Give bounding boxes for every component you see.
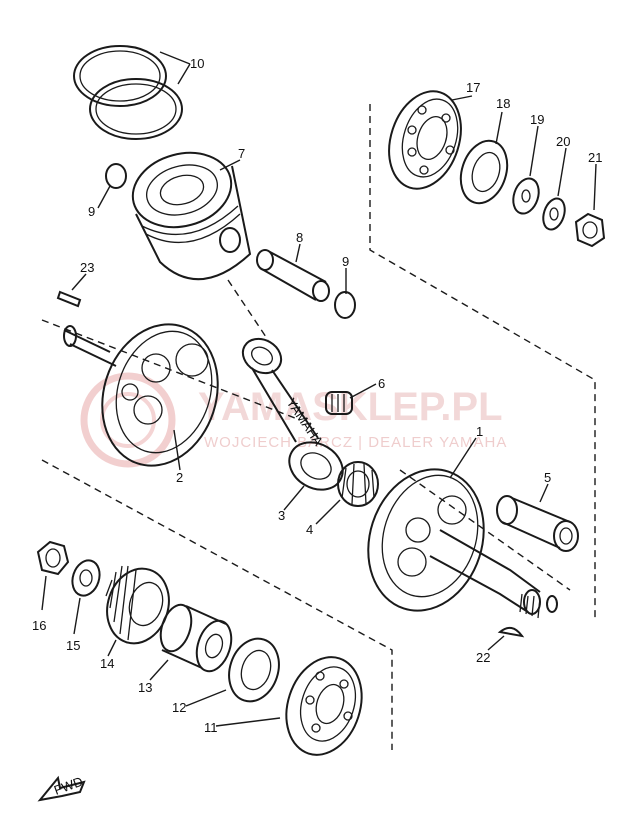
callout-15: 15 <box>66 638 80 653</box>
washer-15 <box>71 559 101 597</box>
woodruff-key-top <box>56 290 82 308</box>
callout-17: 17 <box>466 80 480 95</box>
big-end-bearing <box>337 461 379 507</box>
callout-9a: 9 <box>88 204 95 219</box>
nut-16 <box>36 540 70 576</box>
callout-18: 18 <box>496 96 510 111</box>
spacer-13 <box>159 603 233 673</box>
leader-lines <box>41 51 597 727</box>
woodruff-key-bottom <box>497 626 525 638</box>
callout-numbers: 10 7 9 8 9 23 6 2 3 4 1 5 17 18 19 20 21… <box>32 56 602 735</box>
oil-seal-18 <box>459 139 509 205</box>
watermark-logo-icon <box>80 372 176 468</box>
callout-1: 1 <box>476 424 483 439</box>
callout-6: 6 <box>378 376 385 391</box>
callout-8: 8 <box>296 230 303 245</box>
callout-16: 16 <box>32 618 46 633</box>
callout-7: 7 <box>238 146 245 161</box>
callout-4: 4 <box>306 522 313 537</box>
piston-pin-clip-right <box>334 291 356 319</box>
callout-5: 5 <box>544 470 551 485</box>
watermark: YAMASKLEP.PL WOJCIECH BARCZ | DEALER YAM… <box>80 372 507 468</box>
callout-14: 14 <box>100 656 114 671</box>
piston-pin <box>256 249 330 302</box>
nut-21 <box>574 212 606 248</box>
primary-drive-gear-14 <box>105 565 170 645</box>
callout-2: 2 <box>176 470 183 485</box>
callout-21: 21 <box>588 150 602 165</box>
bearing-11 <box>285 656 363 756</box>
callout-22: 22 <box>476 650 490 665</box>
small-end-bearing <box>325 391 353 415</box>
watermark-subtitle: WOJCIECH BARCZ | DEALER YAMAHA <box>204 434 507 451</box>
callout-9b: 9 <box>342 254 349 269</box>
watermark-title: YAMASKLEP.PL <box>198 385 503 429</box>
assembly-lines <box>41 104 596 750</box>
callout-19: 19 <box>530 112 544 127</box>
washer-20 <box>542 197 566 231</box>
forward-arrow-icon: FWD <box>37 774 86 802</box>
callout-20: 20 <box>556 134 570 149</box>
callout-13: 13 <box>138 680 152 695</box>
piston <box>131 151 252 281</box>
crank-pin <box>496 495 579 552</box>
bearing-17 <box>388 90 462 190</box>
callout-11: 11 <box>204 720 218 735</box>
callout-23: 23 <box>80 260 94 275</box>
piston-rings <box>73 45 183 140</box>
callout-3: 3 <box>278 508 285 523</box>
callout-12: 12 <box>172 700 186 715</box>
washer-19 <box>512 177 540 215</box>
left-crank-wheel <box>63 323 219 467</box>
callout-10: 10 <box>190 56 204 71</box>
right-crank-wheel <box>367 468 558 619</box>
oil-seal-12 <box>228 637 280 703</box>
piston-pin-clip-left <box>105 163 127 189</box>
